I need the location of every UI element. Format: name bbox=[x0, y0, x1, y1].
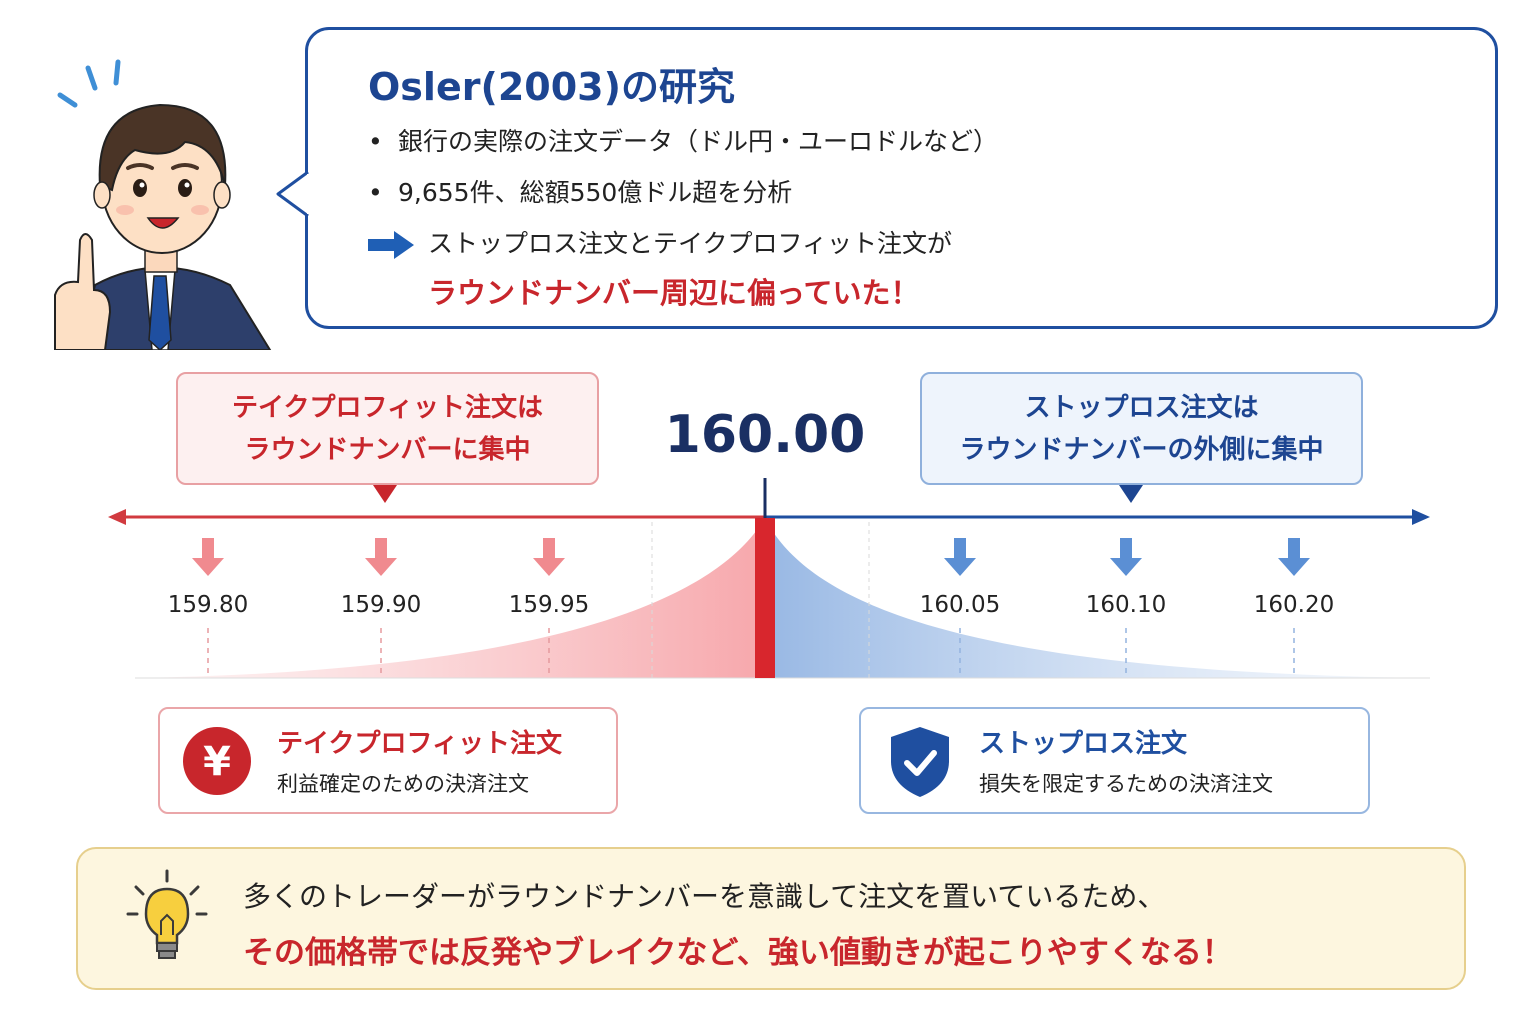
take-profit-legend: ¥ テイクプロフィット注文 利益確定のための決済注文 bbox=[158, 707, 618, 814]
stop-loss-callout: ストップロス注文は ラウンドナンバーの外側に集中 bbox=[920, 372, 1363, 485]
price-axis-diagram bbox=[108, 478, 1430, 679]
legend-title: テイクプロフィット注文 bbox=[277, 729, 562, 759]
right-arrowhead-icon bbox=[1412, 509, 1430, 525]
down-arrow-icon bbox=[1110, 538, 1142, 576]
legend-title: ストップロス注文 bbox=[979, 729, 1188, 759]
round-number-price: 160.00 bbox=[664, 405, 866, 465]
legend-description: 利益確定のための決済注文 bbox=[277, 772, 529, 796]
note-highlight: その価格帯では反発やブレイクなど、強い値動きが起こりやすくなる！ bbox=[243, 935, 1233, 971]
tick-label: 159.95 bbox=[508, 592, 590, 618]
bullet-dot-icon: • bbox=[368, 178, 383, 207]
down-arrow-icon bbox=[365, 538, 397, 576]
note-text: 多くのトレーダーがラウンドナンバーを意識して注文を置いているため、 bbox=[243, 880, 1166, 913]
callout-pointer-icon bbox=[1119, 485, 1143, 503]
bubble-tail bbox=[276, 170, 310, 218]
tick-label: 159.90 bbox=[340, 592, 422, 618]
yen-icon: ¥ bbox=[183, 727, 251, 795]
lightbulb-icon bbox=[126, 869, 208, 959]
stop-loss-distribution bbox=[765, 518, 1430, 678]
tick-label: 160.10 bbox=[1085, 592, 1167, 618]
conclusion-highlight: ラウンドナンバー周辺に偏っていた！ bbox=[428, 276, 920, 310]
tick-label: 159.80 bbox=[167, 592, 249, 618]
conclusion-line: ストップロス注文とテイクプロフィット注文が bbox=[368, 224, 952, 260]
take-profit-callout: テイクプロフィット注文は ラウンドナンバーに集中 bbox=[176, 372, 599, 485]
excitement-marks-icon bbox=[57, 59, 121, 108]
bullet-dot-icon: • bbox=[368, 127, 383, 156]
stop-loss-legend: ストップロス注文 損失を限定するための決済注文 bbox=[859, 707, 1370, 814]
round-number-marker bbox=[755, 518, 775, 678]
right-arrow-icon bbox=[368, 231, 414, 259]
down-arrow-icon bbox=[1278, 538, 1310, 576]
tick-label: 160.20 bbox=[1253, 592, 1335, 618]
left-arrowhead-icon bbox=[108, 509, 126, 525]
study-title: Osler(2003)の研究 bbox=[368, 65, 735, 109]
legend-description: 損失を限定するための決済注文 bbox=[979, 772, 1273, 796]
callout-pointer-icon bbox=[373, 485, 397, 503]
tick-label: 160.05 bbox=[919, 592, 1001, 618]
businessman-illustration bbox=[54, 59, 272, 350]
shield-check-icon bbox=[891, 727, 949, 797]
svg-text:¥: ¥ bbox=[203, 739, 231, 785]
bullet-item: •9,655件、総額550億ドル超を分析 bbox=[368, 178, 793, 207]
down-arrow-icon bbox=[533, 538, 565, 576]
key-insight-note: 多くのトレーダーがラウンドナンバーを意識して注文を置いているため、 その価格帯で… bbox=[76, 847, 1466, 990]
speech-bubble: Osler(2003)の研究 •銀行の実際の注文データ（ドル円・ユーロドルなど）… bbox=[305, 27, 1498, 329]
down-arrow-icon bbox=[192, 538, 224, 576]
down-arrow-icon bbox=[944, 538, 976, 576]
take-profit-distribution bbox=[135, 518, 765, 678]
bullet-item: •銀行の実際の注文データ（ドル円・ユーロドルなど） bbox=[368, 127, 999, 156]
